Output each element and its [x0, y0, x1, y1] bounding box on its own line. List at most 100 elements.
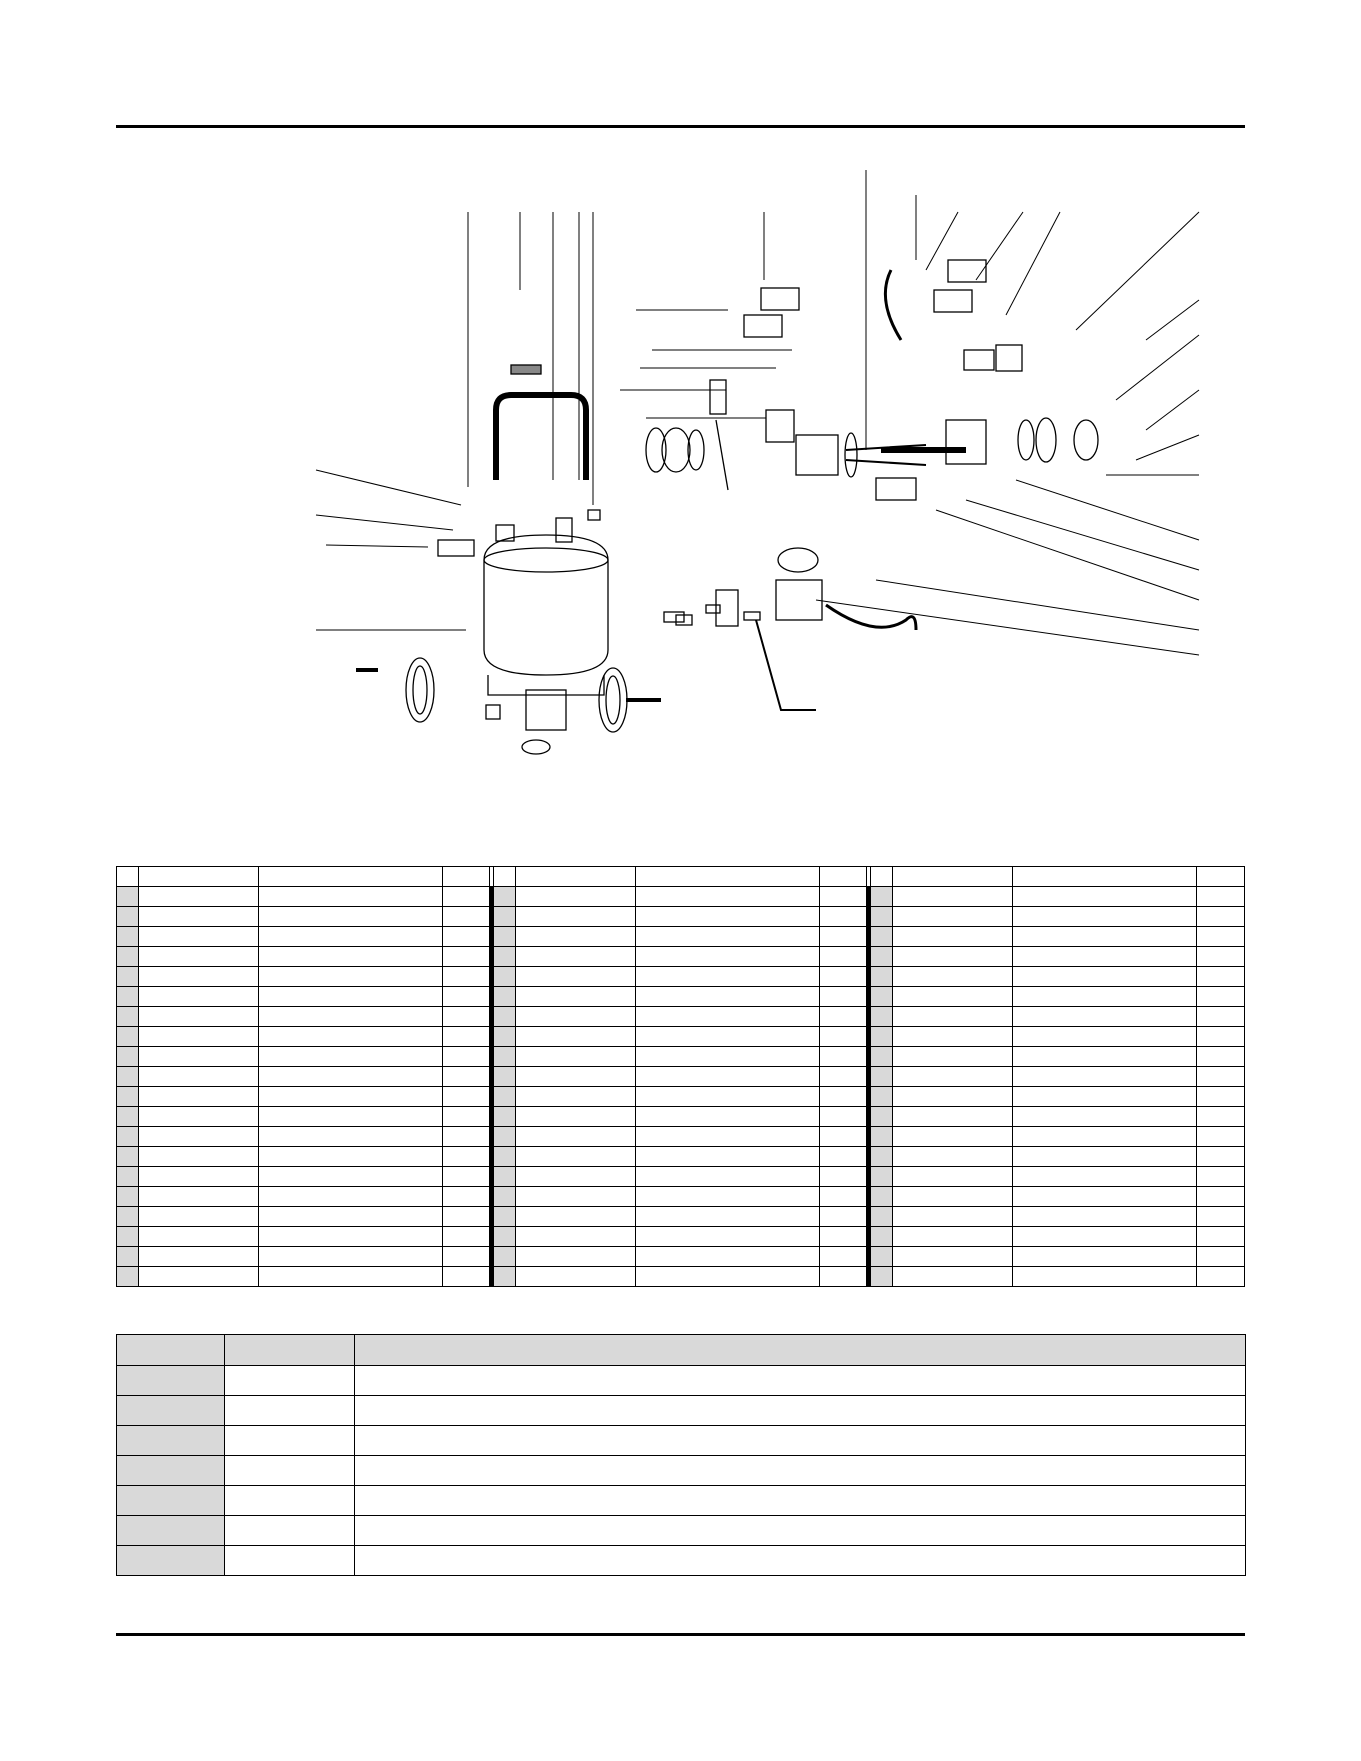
parts-cell-description [1011, 1066, 1198, 1087]
kit-row [116, 1425, 1246, 1456]
parts-cell-part-number [892, 1146, 1013, 1167]
parts-cell-qty [1196, 946, 1245, 967]
parts-cell-ref [869, 1206, 894, 1227]
parts-cell-qty [442, 1026, 490, 1047]
col-part-number [892, 866, 1013, 887]
parts-cell-part-number [138, 1006, 259, 1027]
parts-cell-description [257, 986, 444, 1007]
parts-cell-description [1011, 1006, 1198, 1027]
parts-cell-description [257, 1186, 444, 1207]
parts-cell-ref [869, 1226, 894, 1247]
parts-cell-qty [1196, 1046, 1245, 1067]
parts-row [115, 1066, 1245, 1087]
parts-cell-description [1011, 1026, 1198, 1047]
parts-cell-part-number [515, 1206, 636, 1227]
leader-lines [315, 170, 1200, 656]
parts-cell-description [257, 1066, 444, 1087]
parts-cell-description [1011, 986, 1198, 1007]
parts-cell-part-number [138, 1106, 259, 1127]
parts-row [115, 1126, 1245, 1147]
parts-cell-description [257, 906, 444, 927]
parts-cell-part-number [892, 1126, 1013, 1147]
parts-cell-part-number [892, 1006, 1013, 1027]
parts-row [115, 986, 1245, 1007]
parts-cell-part-number [515, 946, 636, 967]
kit-cell-description [354, 1425, 1246, 1456]
kit-cell-description [354, 1455, 1246, 1486]
parts-cell-ref [869, 886, 894, 907]
kit-cell-kit-no [116, 1395, 225, 1426]
parts-cell-part-number [138, 886, 259, 907]
kit-cell-part-number [224, 1515, 355, 1546]
header-rule [116, 125, 1245, 128]
parts-cell-ref [869, 1186, 894, 1207]
parts-cell-qty [1196, 1246, 1245, 1267]
parts-cell-ref [492, 1266, 517, 1287]
parts-cell-qty [1196, 1166, 1245, 1187]
parts-cell-ref [869, 1146, 894, 1167]
parts-cell-part-number [515, 1046, 636, 1067]
col-kit-description [354, 1334, 1246, 1366]
parts-cell-part-number [515, 1246, 636, 1267]
kit-cell-kit-no [116, 1365, 225, 1396]
exploded-parts-diagram [116, 150, 1245, 840]
parts-cell-qty [442, 1066, 490, 1087]
parts-cell-ref [492, 946, 517, 967]
parts-cell-part-number [892, 1206, 1013, 1227]
col-ref [492, 866, 517, 887]
parts-cell-qty [1196, 1266, 1245, 1287]
parts-cell-description [1011, 1126, 1198, 1147]
parts-cell-description [1011, 966, 1198, 987]
parts-cell-ref [115, 906, 140, 927]
parts-cell-ref [869, 1026, 894, 1047]
parts-cell-ref [115, 1066, 140, 1087]
col-kit-number [116, 1334, 225, 1366]
parts-row [115, 926, 1245, 947]
parts-cell-part-number [138, 1066, 259, 1087]
parts-cell-ref [869, 1086, 894, 1107]
pump-right-cap [947, 259, 987, 283]
parts-cell-ref [115, 1146, 140, 1167]
parts-cell-qty [819, 1146, 867, 1167]
parts-cell-ref [869, 966, 894, 987]
parts-cell-description [634, 946, 821, 967]
parts-cell-description [257, 1006, 444, 1027]
parts-cell-part-number [515, 906, 636, 927]
parts-cell-ref [869, 926, 894, 947]
parts-cell-description [257, 1226, 444, 1247]
parts-cell-part-number [515, 1186, 636, 1207]
parts-cell-ref [115, 1006, 140, 1027]
parts-cell-description [257, 1266, 444, 1287]
kit-cell-kit-no [116, 1425, 225, 1456]
kit-cell-kit-no [116, 1545, 225, 1576]
parts-cell-description [1011, 886, 1198, 907]
parts-cell-ref [115, 1126, 140, 1147]
kits-table-header [116, 1334, 1246, 1366]
kit-cell-part-number [224, 1425, 355, 1456]
parts-cell-part-number [515, 986, 636, 1007]
parts-cell-description [257, 1166, 444, 1187]
parts-cell-ref [869, 1006, 894, 1027]
parts-cell-qty [819, 926, 867, 947]
parts-cell-qty [442, 1126, 490, 1147]
parts-cell-description [1011, 1146, 1198, 1167]
parts-cell-qty [1196, 966, 1245, 987]
parts-cell-part-number [138, 926, 259, 947]
kit-cell-part-number [224, 1485, 355, 1516]
parts-cell-qty [819, 906, 867, 927]
parts-cell-part-number [515, 1226, 636, 1247]
parts-row [115, 1046, 1245, 1067]
parts-cell-description [1011, 946, 1198, 967]
col-description [1011, 866, 1198, 887]
parts-cell-part-number [892, 886, 1013, 907]
col-quantity [1196, 866, 1245, 887]
parts-cell-qty [1196, 926, 1245, 947]
parts-cell-description [634, 1006, 821, 1027]
parts-cell-part-number [138, 1026, 259, 1047]
parts-cell-part-number [515, 1006, 636, 1027]
parts-cell-description [1011, 1206, 1198, 1227]
parts-cell-qty [442, 1206, 490, 1227]
parts-cell-part-number [515, 1086, 636, 1107]
parts-cell-qty [442, 1226, 490, 1247]
parts-cell-ref [115, 946, 140, 967]
